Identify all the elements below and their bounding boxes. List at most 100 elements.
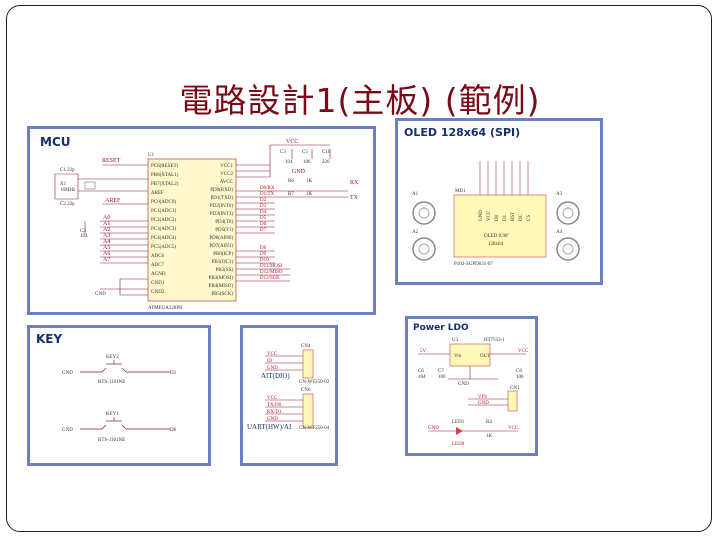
power-panel: Power LDO U3 HT7533-1 5V VCC Vin OUT GND… bbox=[405, 316, 538, 456]
svg-text:GND: GND bbox=[292, 169, 306, 175]
mcu-left-pin: ADC6 bbox=[151, 254, 165, 259]
mcu-right-pin: PB1(OC1) bbox=[212, 260, 234, 265]
svg-text:IO: IO bbox=[267, 359, 273, 364]
svg-text:A5: A5 bbox=[103, 245, 110, 251]
key2-part: BTS-1101NE bbox=[98, 380, 125, 385]
cn6-part: CN-WF250-04 bbox=[299, 426, 330, 431]
connector-schematic: CN4 VCC IO GND AIT(DIO) CN-WF250-03 CN6 … bbox=[247, 344, 330, 431]
oled-pin: CS bbox=[527, 215, 532, 221]
key1-part: BTS-1101NE bbox=[98, 438, 125, 443]
svg-text:106: 106 bbox=[303, 160, 311, 165]
svg-text:Vin: Vin bbox=[454, 354, 462, 359]
oled-title: OLED 128x64 (SPI) bbox=[404, 126, 521, 139]
svg-text:D3: D3 bbox=[260, 204, 267, 209]
hole-a3: A3 bbox=[556, 192, 563, 197]
svg-text:104: 104 bbox=[285, 160, 293, 165]
svg-text:LED0: LED0 bbox=[452, 442, 465, 447]
svg-text:VCC: VCC bbox=[267, 396, 278, 401]
svg-text:C10: C10 bbox=[322, 150, 331, 155]
svg-text:RX/D1: RX/D1 bbox=[267, 410, 282, 415]
reg-part: HT7533-1 bbox=[484, 338, 505, 343]
svg-text:1K: 1K bbox=[486, 434, 493, 439]
mcu-right-pin: PB4(MISO) bbox=[209, 284, 234, 289]
key2-left: GND bbox=[62, 371, 73, 376]
power-title: Power LDO bbox=[413, 323, 469, 333]
svg-text:D13/SCK: D13/SCK bbox=[260, 276, 280, 281]
svg-text:C3: C3 bbox=[80, 229, 86, 234]
svg-text:C7: C7 bbox=[438, 369, 444, 374]
key-title: KEY bbox=[36, 332, 63, 346]
connector-panel: CN4 VCC IO GND AIT(DIO) CN-WF250-03 CN6 … bbox=[240, 325, 338, 466]
oled-mounting-holes bbox=[412, 201, 580, 261]
oled-pin: DC bbox=[519, 213, 524, 221]
power-schematic: U3 HT7533-1 5V VCC Vin OUT GND C6 C7 C8 … bbox=[418, 338, 529, 447]
mcu-right-pin-labels: VCC1VCC2AVCCPD0(RXD)PD1(TXD)PD2(INT0)PD3… bbox=[209, 164, 234, 297]
mcu-right-pin: VCC1 bbox=[220, 164, 233, 169]
mcu-left-pin: ADC7 bbox=[151, 263, 165, 268]
cn6-label: UART(HW)/AI bbox=[247, 423, 292, 431]
svg-text:LED1: LED1 bbox=[452, 420, 465, 425]
hole-a2: A2 bbox=[412, 230, 419, 235]
svg-text:C1 22p: C1 22p bbox=[60, 168, 75, 173]
mcu-right-pin: PD6(AIN0) bbox=[209, 236, 233, 241]
mcu-right-pin: PD3(INT1) bbox=[210, 212, 233, 217]
led-symbol bbox=[456, 427, 463, 435]
svg-text:D11/MOSI: D11/MOSI bbox=[260, 264, 283, 269]
mcu-right-pin: PD1(TXD) bbox=[211, 196, 234, 201]
oled-ref: MD1 bbox=[455, 189, 466, 194]
mcu-chip-part: ATMEGA328PB bbox=[148, 306, 183, 311]
oled-pin: RST bbox=[511, 212, 516, 221]
key-panel: KEY KEY2 BTS-1101NE GND D2 KEY1 BTS-1101… bbox=[27, 325, 211, 466]
svg-text:A4: A4 bbox=[103, 239, 110, 245]
mcu-chip-ref: U1 bbox=[148, 153, 155, 158]
oled-pin: GND bbox=[479, 210, 484, 221]
svg-text:RESET: RESET bbox=[102, 158, 121, 164]
mcu-left-pin: AREF bbox=[151, 191, 164, 196]
mcu-left-pin: PC0(ADC0) bbox=[151, 200, 176, 205]
svg-text:5V: 5V bbox=[420, 349, 427, 354]
svg-text:R6: R6 bbox=[288, 179, 294, 184]
svg-text:D6: D6 bbox=[260, 222, 267, 227]
svg-text:VCC: VCC bbox=[518, 349, 529, 354]
mcu-left-pin: GND1 bbox=[151, 281, 165, 286]
mcu-left-pin-labels: PC6(RESET) PB6(XTAL1) PB7(XTAL2) AREF PC0(AD… bbox=[151, 164, 179, 295]
svg-text:VCC: VCC bbox=[267, 352, 278, 357]
svg-text:GND: GND bbox=[428, 426, 439, 431]
mcu-left-pin: PB6(XTAL1) bbox=[151, 173, 179, 178]
svg-text:C8: C8 bbox=[516, 369, 522, 374]
mcu-title: MCU bbox=[40, 135, 71, 149]
cn4-label: AIT(DIO) bbox=[261, 372, 290, 380]
mcu-left-pin: PC6(RESET) bbox=[151, 164, 179, 169]
mcu-left-pin: PB7(XTAL2) bbox=[151, 182, 179, 187]
svg-text:A1: A1 bbox=[103, 221, 110, 227]
oled-pin: D1 bbox=[503, 214, 508, 221]
svg-text:D5: D5 bbox=[260, 216, 267, 221]
hole-a4: A4 bbox=[556, 230, 563, 235]
svg-text:A3: A3 bbox=[103, 233, 110, 239]
svg-text:104: 104 bbox=[418, 375, 426, 380]
mcu-right-pin: VCC2 bbox=[220, 172, 233, 177]
svg-text:C3: C3 bbox=[280, 150, 286, 155]
svg-text:106: 106 bbox=[438, 375, 446, 380]
key1-right: D6 bbox=[170, 428, 177, 433]
svg-text:VIN: VIN bbox=[478, 395, 487, 400]
mcu-right-pin: PB2(SS) bbox=[215, 268, 233, 273]
mcu-panel: MCU U1 ATMEGA328PB PC6(RESET)PB6(XTAL1)P… bbox=[27, 126, 376, 315]
key1-left: GND bbox=[62, 428, 73, 433]
svg-text:R7: R7 bbox=[288, 192, 294, 197]
cn4-part: CN-WF250-03 bbox=[299, 380, 330, 385]
oled-part: P102-SGPD031-07 bbox=[454, 262, 493, 267]
reg-ref: U3 bbox=[452, 338, 459, 343]
mcu-right-pin: PD2(INT0) bbox=[210, 204, 233, 209]
crystal-x1 bbox=[84, 181, 96, 190]
svg-text:D7: D7 bbox=[260, 228, 267, 233]
mcu-left-pin: PC5(ADC5) bbox=[151, 245, 176, 250]
svg-text:A6: A6 bbox=[103, 251, 110, 257]
mcu-right-pin: AVCC bbox=[220, 180, 234, 185]
oled-module: OLED 0.96" bbox=[484, 234, 509, 239]
svg-text:GND: GND bbox=[267, 366, 278, 371]
svg-text:1K: 1K bbox=[306, 179, 313, 184]
svg-text:A0: A0 bbox=[103, 215, 110, 221]
mcu-left-pin: AGND bbox=[151, 272, 166, 277]
